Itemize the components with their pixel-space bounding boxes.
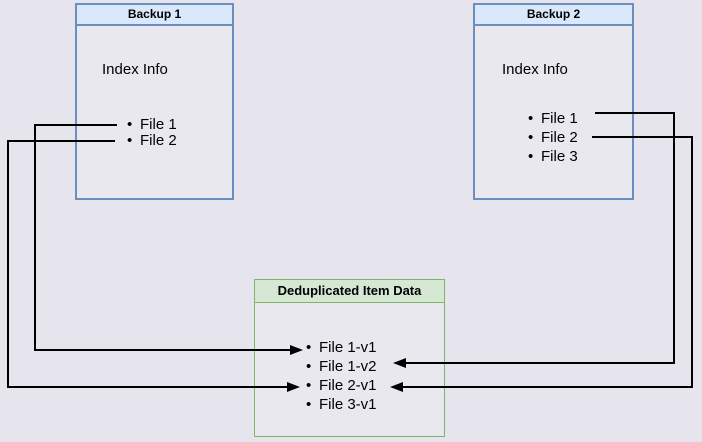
backup2-file-list: File 1 File 2 File 3 bbox=[528, 109, 578, 166]
backup2-file-3: File 3 bbox=[528, 147, 578, 166]
backup2-index-info-label: Index Info bbox=[502, 61, 568, 78]
dedup-node: Deduplicated Item Data File 1-v1 File 1-… bbox=[254, 279, 445, 437]
backup2-file-2: File 2 bbox=[528, 128, 578, 147]
backup1-node: Backup 1 Index Info File 1 File 2 bbox=[75, 3, 234, 200]
backup2-file-1: File 1 bbox=[528, 109, 578, 128]
backup1-index-info-label: Index Info bbox=[102, 61, 168, 78]
dedup-title: Deduplicated Item Data bbox=[255, 280, 444, 303]
dedup-item-file3-v1: File 3-v1 bbox=[306, 395, 377, 414]
backup1-file-1: File 1 bbox=[127, 117, 177, 133]
backup1-title: Backup 1 bbox=[77, 5, 232, 26]
dedup-item-file1-v1: File 1-v1 bbox=[306, 338, 377, 357]
dedup-item-file1-v2: File 1-v2 bbox=[306, 357, 377, 376]
backup2-node: Backup 2 Index Info File 1 File 2 File 3 bbox=[473, 3, 634, 200]
backup1-file-2: File 2 bbox=[127, 133, 177, 149]
backup2-title: Backup 2 bbox=[475, 5, 632, 26]
backup1-file-list: File 1 File 2 bbox=[127, 117, 177, 149]
dedup-item-file2-v1: File 2-v1 bbox=[306, 376, 377, 395]
dedup-item-list: File 1-v1 File 1-v2 File 2-v1 File 3-v1 bbox=[306, 338, 377, 414]
